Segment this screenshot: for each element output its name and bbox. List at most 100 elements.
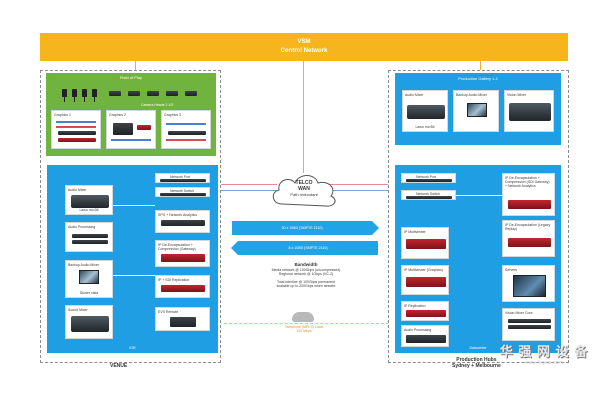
monitor-icon — [79, 270, 99, 284]
item-title: Audio Processing — [404, 328, 432, 332]
item-title: Network Switch — [170, 189, 195, 193]
ior-evs-remote: EVS Remote — [155, 307, 210, 331]
item-title: IP De-Encapsulation + Compression (Gatew… — [158, 243, 196, 251]
camera-icon — [92, 89, 97, 102]
camera-body-icon — [147, 91, 159, 96]
bandwidth-line: Regional network @ 1Gbps (VC-2) — [278, 272, 334, 276]
phone-link — [219, 323, 389, 324]
device-icon — [58, 138, 96, 142]
graphics-box-1: Graphics 1 — [51, 110, 101, 149]
device-icon — [137, 125, 151, 130]
item-title: IP De-Encapsulation + Compression (SDI G… — [505, 176, 550, 188]
cloud-line2: WAN — [298, 186, 310, 192]
device-icon — [406, 196, 452, 199]
item-caption: Lawo mc²56 — [415, 125, 435, 129]
device-icon — [406, 179, 452, 182]
item-title: Audio Mixer — [68, 188, 87, 192]
dc-legacy-replay: IP De-Encapsulation (Legacy Replay) — [502, 220, 555, 257]
dc-network-switch: Network Switch — [401, 190, 456, 200]
ior-replication: IP + SDI Replication — [155, 275, 210, 298]
camera-body-icon — [166, 91, 178, 96]
phone-label: Telephone (MPLS) Local 100 Mbps — [284, 325, 324, 333]
cloud-line1: TELCO — [295, 180, 313, 186]
dc-vision-mixer-core: Vision Mixer Core — [502, 308, 555, 341]
bandwidth-line: Total interline @ 100Gbps permanent — [276, 280, 336, 284]
hub-to-venue-band: 8 x 1080i (SMPTE 2110) — [231, 241, 378, 255]
field-of-play-panel: Field of Play Camera Heads 2 1/2 Graphic… — [46, 73, 216, 156]
item-title: Vision Mixer Core — [505, 311, 533, 315]
ior-audio-mixer: Audio Mixer Lawo mc²36 — [65, 185, 113, 215]
monitor-icon — [467, 103, 487, 117]
item-caption: Lawo mc²36 — [79, 208, 99, 212]
cloud-label: TELCO WAN Path redundant — [268, 180, 340, 198]
bandwidth-block: Bandwidth Media network @ 100Gbps (uncom… — [246, 262, 366, 288]
cloud-line3: Path redundant — [290, 192, 318, 197]
device-icon — [170, 317, 196, 327]
ior-label: IOR — [129, 346, 136, 350]
dc-network-port: Network Port — [401, 173, 456, 183]
item-title: IP Replication — [404, 304, 426, 308]
ior-panel: Audio Mixer Lawo mc²36 Audio Processing … — [47, 165, 218, 353]
dc-sdi-gateway: IP De-Encapsulation + Compression (SDI G… — [502, 173, 555, 216]
camera-body-icon — [128, 91, 140, 96]
bandwidth-line: Media network @ 100Gbps (uncompressed) — [271, 268, 341, 272]
hub-label: Production Hubs Sydney + Melbourne — [452, 357, 501, 369]
ior-sound-mixer: Sound Mixer — [65, 305, 113, 339]
hub-wan-link-blue — [330, 190, 388, 191]
field-of-play-title: Field of Play — [119, 75, 142, 80]
venue-label: VENUE — [110, 363, 128, 369]
cable-icon — [56, 121, 96, 123]
item-title: IP Multiviewer (Graphics) — [404, 268, 444, 272]
device-icon — [160, 179, 206, 182]
ior-network-switch: Network Switch — [155, 187, 210, 197]
venue-wan-link-blue — [219, 190, 277, 191]
dc-ip-replication: IP Replication — [401, 301, 449, 321]
gallery-audio-mixer: Audio Mixer Lawo mc²56 — [402, 90, 448, 132]
datacenter-label: Datacenter — [469, 346, 487, 350]
mixer-icon — [71, 195, 109, 208]
control-network-bar: VSM Control Network — [40, 33, 568, 61]
watermark-main: 华 强 网 设 备 — [499, 344, 589, 359]
camera-icon — [62, 89, 67, 102]
graphics-box-3: Graphics 3 — [161, 110, 211, 149]
mixer-icon — [509, 103, 551, 121]
venue-wan-link-red — [219, 184, 277, 185]
device-icon — [58, 131, 96, 135]
item-title: IP Multiviewer — [404, 230, 426, 234]
graphics-label: Graphics 1 — [54, 113, 71, 117]
device-icon — [406, 239, 446, 249]
dc-audio-processing: Audio Processing — [401, 325, 449, 347]
hub-wan-link-red — [330, 184, 388, 185]
item-title: Network Port — [416, 175, 437, 179]
item-title: Vision Mixer — [507, 93, 526, 97]
device-icon — [406, 277, 446, 287]
camera-icon — [72, 89, 77, 102]
cloud-icon — [272, 175, 336, 207]
band2-label: 8 x 1080i (SMPTE 2110) — [288, 246, 328, 250]
item-title: EVS Remote — [158, 310, 179, 314]
device-icon — [508, 325, 551, 329]
mixer-icon — [407, 105, 445, 119]
device-icon — [113, 123, 133, 135]
cable-icon — [56, 126, 96, 128]
bandwidth-line: scalable up to 200Gbps when needed — [276, 284, 336, 288]
device-icon — [168, 131, 206, 135]
gallery-title: Production Gallery 1-2 — [458, 76, 498, 81]
camera-icon — [82, 89, 87, 102]
cable-icon — [166, 123, 206, 125]
hub-label-line2: Sydney + Melbourne — [452, 363, 501, 369]
bandwidth-title: Bandwidth — [294, 262, 318, 267]
ior-backup-audio-mixer: Backup Audio Mixer Studer vista — [65, 260, 113, 298]
watermark: 华 强 网 设 备 www.hqew.com — [498, 341, 590, 366]
datacenter-panel: Network Port Network Switch IP Multiview… — [395, 165, 561, 353]
item-title: Backup Audio Mixer — [456, 93, 487, 97]
device-icon — [72, 234, 108, 238]
device-icon — [406, 335, 446, 343]
item-title: IP + SDI Replication — [158, 278, 190, 282]
device-icon — [508, 319, 551, 323]
connector — [113, 275, 155, 276]
item-title: Servers — [505, 268, 518, 272]
item-title: Network Switch — [416, 192, 441, 196]
mixer-icon — [71, 316, 109, 332]
server-icon — [513, 275, 546, 297]
